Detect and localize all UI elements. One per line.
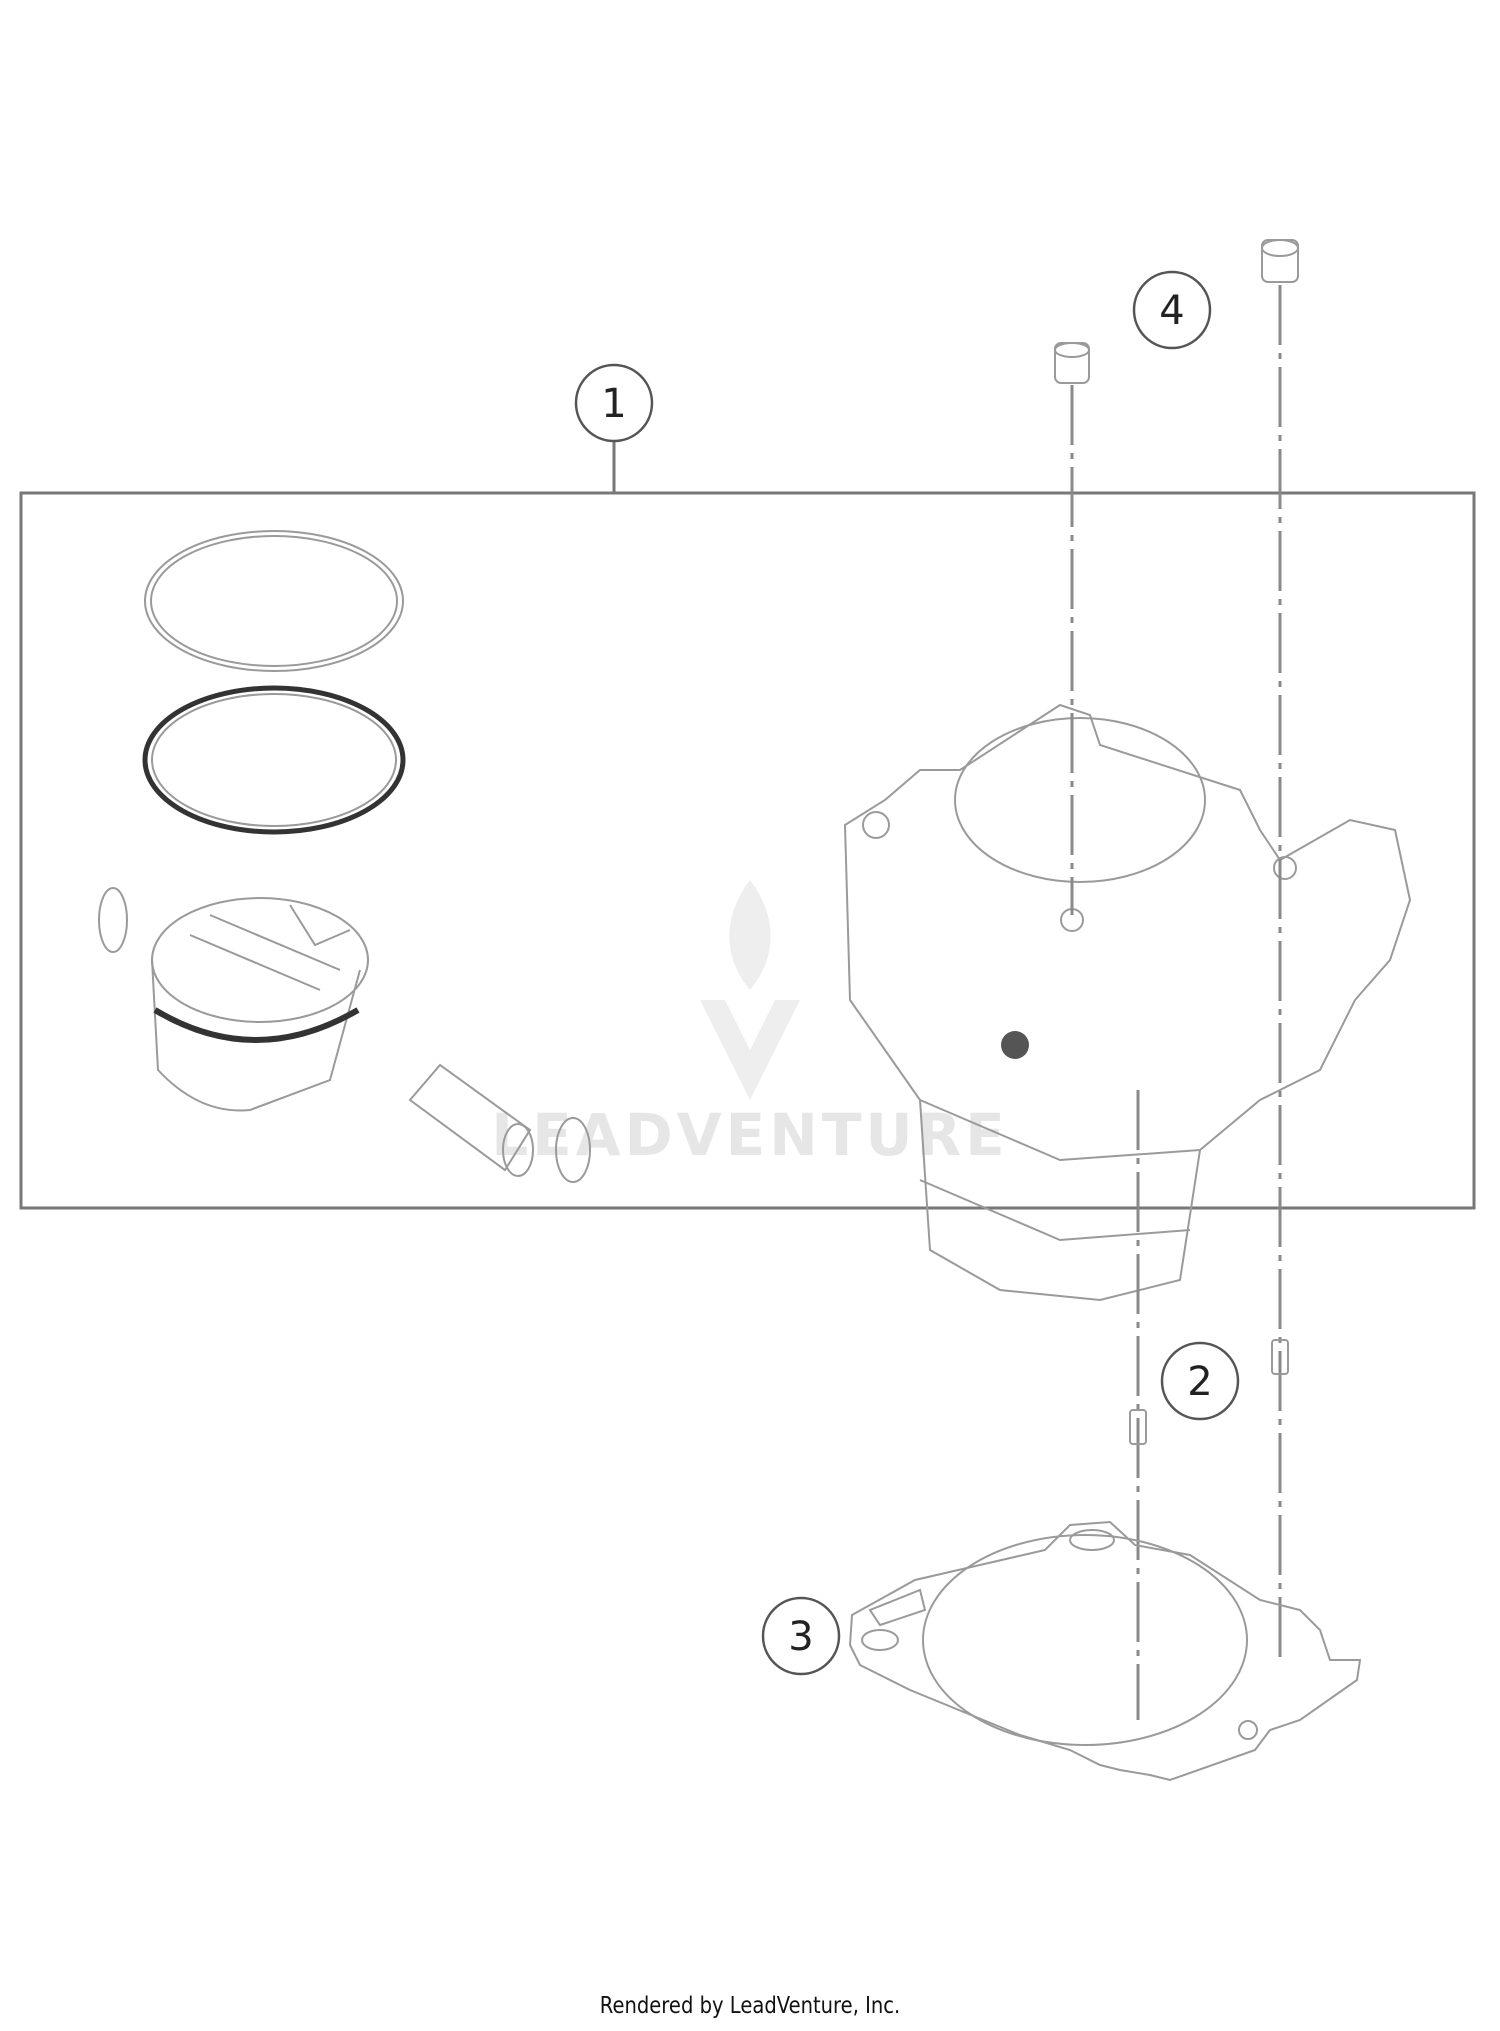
dowel-pin-left	[1129, 1409, 1147, 1445]
piston	[151, 897, 369, 1112]
svg-text:3: 3	[788, 1614, 813, 1660]
footer-credit: Rendered by LeadVenture, Inc.	[599, 1993, 901, 2019]
piston-ring-second	[142, 685, 406, 835]
callout-2[interactable]: 2	[1160, 1341, 1240, 1421]
cap-nut-left	[1054, 342, 1090, 384]
cylinder	[843, 703, 1412, 1302]
cap-nut-right	[1261, 239, 1299, 283]
svg-text:2: 2	[1187, 1359, 1212, 1405]
piston-pin	[408, 1063, 534, 1177]
watermark-logo: LEADVENTURE	[491, 880, 1009, 1169]
kit-frame	[19, 491, 1476, 1210]
piston-pin-clip-left	[98, 887, 128, 953]
piston-ring-top	[144, 530, 404, 672]
callout-4[interactable]: 4	[1132, 270, 1212, 350]
callout-1[interactable]: 1	[574, 363, 654, 443]
svg-text:4: 4	[1159, 288, 1184, 334]
cylinder-base-gasket	[848, 1520, 1362, 1782]
callout-3[interactable]: 3	[761, 1596, 841, 1676]
watermark-text: LEADVENTURE	[491, 1101, 1009, 1169]
dowel-pin-right	[1271, 1339, 1289, 1375]
svg-text:1: 1	[601, 381, 626, 427]
piston-pin-clip-right	[555, 1117, 591, 1183]
